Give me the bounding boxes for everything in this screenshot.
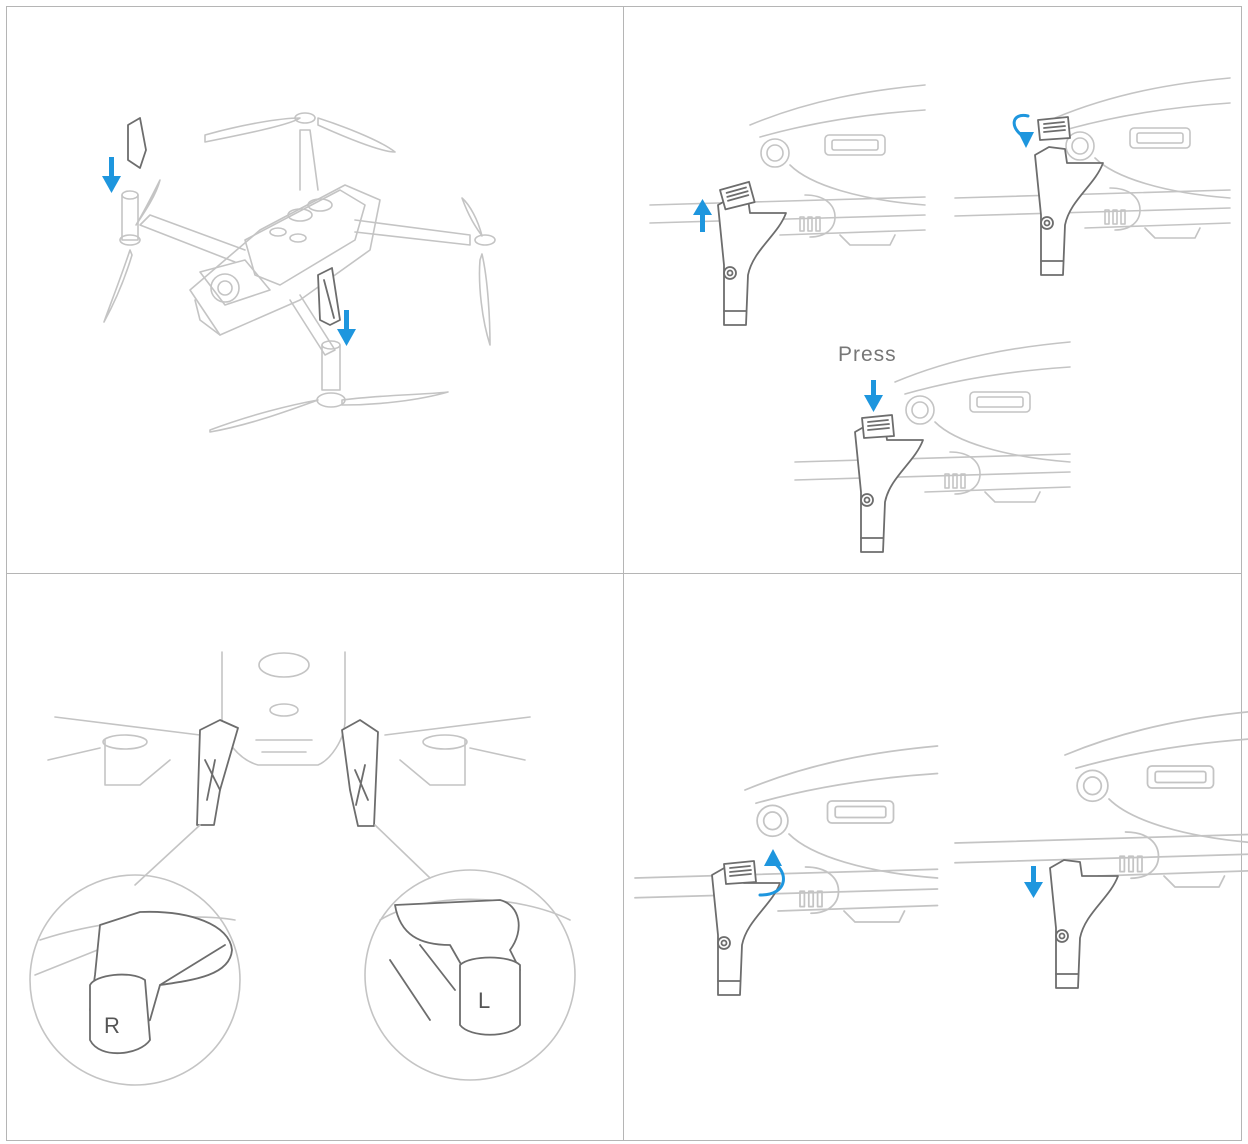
leg-right-front xyxy=(196,719,239,826)
drone-front-illustration xyxy=(47,651,531,786)
left-leg-letter: L xyxy=(478,988,491,1013)
step-2b-illustration xyxy=(954,77,1231,276)
down-arrow-icon xyxy=(102,157,121,193)
step-2c-illustration xyxy=(794,341,1071,553)
step-2a-illustration xyxy=(649,84,926,326)
press-label: Press xyxy=(838,343,897,366)
drone-iso-illustration xyxy=(103,112,496,433)
down-arrow-icon xyxy=(337,310,356,346)
leg-left-front xyxy=(341,719,379,827)
zoom-circle-left-leg xyxy=(364,869,576,1081)
right-leg-letter: R xyxy=(104,1013,120,1038)
leg-part-icon xyxy=(127,117,147,169)
rotate-arrow-icon xyxy=(1012,113,1034,148)
rotate-arrow-icon xyxy=(758,849,785,897)
step-4a-illustration xyxy=(634,745,939,996)
step-4b-illustration xyxy=(954,710,1248,989)
zoom-circle-right-leg xyxy=(29,874,241,1086)
up-arrow-icon xyxy=(693,199,712,232)
down-arrow-icon xyxy=(1024,866,1043,898)
down-arrow-icon xyxy=(864,380,883,412)
